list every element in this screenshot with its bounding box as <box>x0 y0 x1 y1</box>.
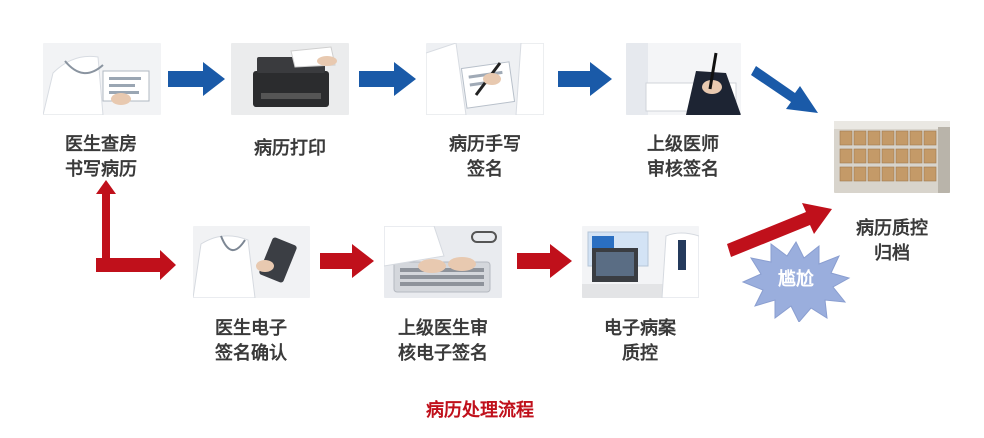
computer-workstation-illustration <box>582 226 699 298</box>
label-line: 病历质控 <box>856 218 928 239</box>
keyboard-typing-illustration <box>384 226 502 298</box>
label-line: 病历手写 <box>449 134 521 155</box>
label-line: 核电子签名 <box>398 343 488 364</box>
archive-shelves-photo <box>834 121 950 193</box>
label-line: 质控 <box>622 343 658 364</box>
label-line: 电子病案 <box>604 318 676 339</box>
doctor-tablet-illustration <box>193 226 310 298</box>
step-label-doctor-rounds: 医生查房 书写病历 <box>41 132 161 182</box>
pen-signing-photo <box>626 43 741 115</box>
top-arrow-3 <box>558 62 612 96</box>
keyboard-typing-photo <box>384 226 502 298</box>
return-arrow-elbow <box>96 180 176 280</box>
badge-text: 尴尬 <box>778 269 814 290</box>
doctor-writing-photo <box>43 43 161 115</box>
label-line: 审核签名 <box>647 159 719 180</box>
label-line: 病历打印 <box>254 138 326 159</box>
label-line: 医生查房 <box>65 134 137 155</box>
step-label-archive: 病历质控 归档 <box>832 216 952 266</box>
bottom-arrow-2 <box>517 244 572 278</box>
step-label-e-sign-confirm: 医生电子 签名确认 <box>191 316 311 366</box>
signing-clipboard-photo <box>426 43 544 115</box>
step-label-senior-e-sign: 上级医生审 核电子签名 <box>378 316 508 366</box>
awkward-badge: 尴尬 <box>741 240 851 322</box>
top-arrow-2 <box>359 62 416 96</box>
starburst-shape <box>741 240 851 322</box>
top-arrow-1 <box>168 62 225 96</box>
step-label-senior-review: 上级医师 审核签名 <box>623 132 743 182</box>
label-line: 归档 <box>874 243 910 264</box>
signing-clipboard-illustration <box>426 43 544 115</box>
archive-shelves-illustration <box>834 121 950 193</box>
label-line: 上级医生审 <box>398 318 488 339</box>
printer-photo <box>231 43 349 115</box>
computer-workstation-photo <box>582 226 699 298</box>
step-label-e-record-qc: 电子病案 质控 <box>580 316 700 366</box>
label-line: 书写病历 <box>65 159 137 180</box>
diagram-caption: 病历处理流程 <box>426 400 534 421</box>
bottom-arrow-1 <box>320 244 374 278</box>
printer-illustration <box>231 43 349 115</box>
label-line: 医生电子 <box>215 318 287 339</box>
doctor-writing-illustration <box>43 43 161 115</box>
pen-signing-illustration <box>626 43 741 115</box>
step-label-print: 病历打印 <box>230 136 350 161</box>
label-line: 签名 <box>467 159 503 180</box>
label-line: 上级医师 <box>647 134 719 155</box>
doctor-tablet-photo <box>193 226 310 298</box>
step-label-handwritten-sign: 病历手写 签名 <box>425 132 545 182</box>
top-arrow-diagonal <box>751 66 818 113</box>
label-line: 签名确认 <box>215 343 287 364</box>
